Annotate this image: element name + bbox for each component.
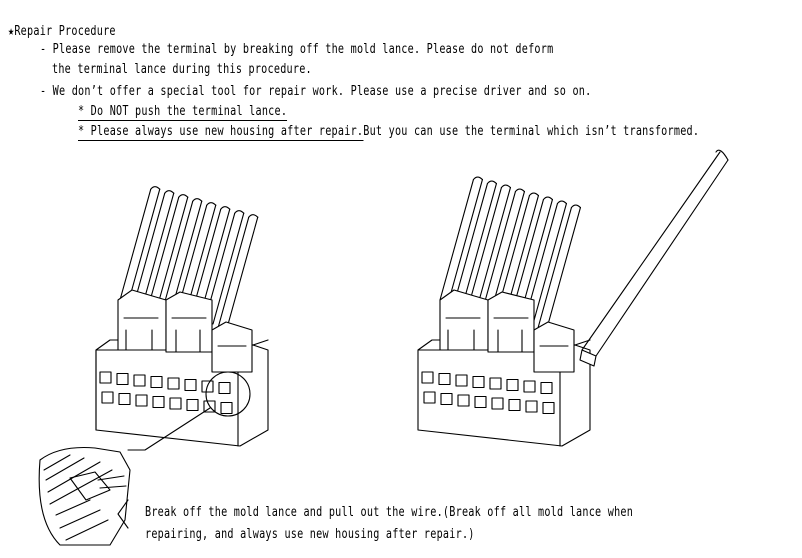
bullet-no-special-tool: - We don’t offer a special tool for repa… bbox=[40, 84, 592, 99]
bullet-remove-terminal-line1: - Please remove the terminal by breaking… bbox=[40, 42, 554, 57]
leader-line bbox=[127, 407, 211, 451]
bullet-remove-terminal-line2: the terminal lance during this procedure… bbox=[52, 62, 312, 77]
connector-left-wires bbox=[119, 186, 259, 329]
connector-left-drawing bbox=[95, 186, 269, 451]
procedure-title: ★Repair Procedure bbox=[8, 24, 116, 39]
connector-left-cavities bbox=[99, 371, 233, 415]
note-do-not-push-text: * Do NOT push the terminal lance. bbox=[78, 104, 288, 121]
mold-lance-detail bbox=[38, 446, 131, 546]
note-new-housing-underlined: * Please always use new housing after re… bbox=[78, 124, 364, 141]
caption-line2: repairing, and always use new housing af… bbox=[145, 527, 475, 542]
caption-bracket bbox=[117, 499, 129, 529]
note-new-housing: * Please always use new housing after re… bbox=[78, 124, 700, 141]
connector-right-cavities bbox=[421, 371, 555, 415]
caption-line1: Break off the mold lance and pull out th… bbox=[145, 505, 634, 520]
zoom-circle bbox=[205, 371, 251, 417]
note-do-not-push: * Do NOT push the terminal lance. bbox=[78, 104, 288, 121]
connector-right-drawing bbox=[417, 149, 729, 447]
note-new-housing-rest: But you can use the terminal which isn’t… bbox=[363, 124, 700, 139]
